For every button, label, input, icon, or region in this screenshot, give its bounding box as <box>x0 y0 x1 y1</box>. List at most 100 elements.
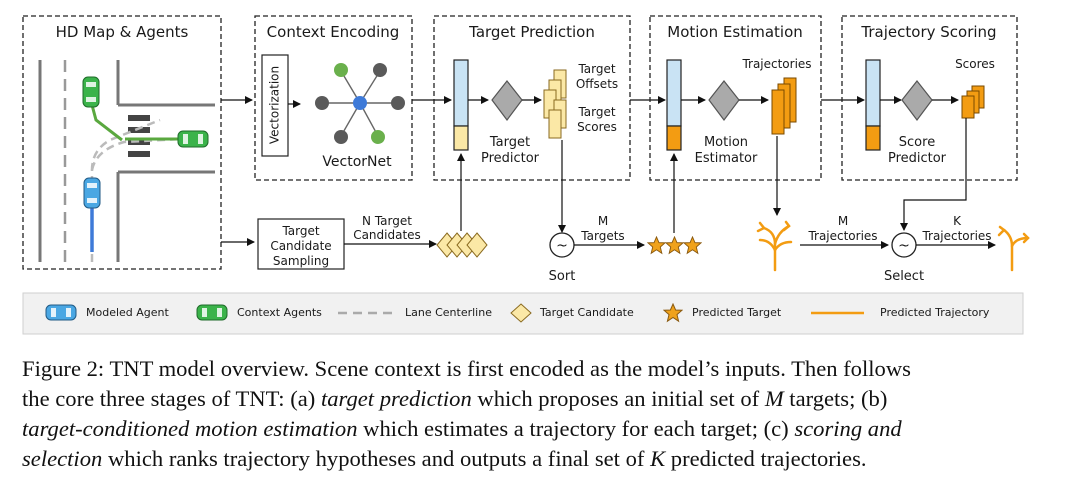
motion-feature-bar <box>666 59 682 127</box>
m-predicted-trajectories-icon <box>756 220 793 272</box>
caption-text-2a: the core three stages of TNT: (a) <box>22 386 321 411</box>
figure-caption: Figure 2: TNT model overview. Scene cont… <box>22 354 1062 474</box>
scoring-panel-title: Trajectory Scoring <box>860 23 996 41</box>
sort-tilde: ~ <box>556 238 568 254</box>
legend: Modeled Agent Context Agents Lane Center… <box>22 292 1024 335</box>
context-agent-car-2 <box>177 130 209 148</box>
k-predicted-trajectories-icon <box>997 225 1030 272</box>
target-candidate-diamonds <box>436 232 488 258</box>
caption-italic-k: K <box>650 446 666 471</box>
caption-line-4: selection which ranks trajectory hypothe… <box>22 444 1062 474</box>
caption-line-1: Figure 2: TNT model overview. Scene cont… <box>22 354 1062 384</box>
score-predictor-label-2: Predictor <box>888 151 947 166</box>
legend-context-agents-icon <box>196 304 228 321</box>
crosswalk <box>128 115 150 157</box>
graph-node-gray-3 <box>391 96 405 110</box>
k-traj-label-2: Trajectories <box>921 229 991 243</box>
legend-modeled-agent: Modeled Agent <box>86 306 170 319</box>
predicted-target-star-2 <box>665 236 684 254</box>
m-traj-label-1: M <box>838 214 848 228</box>
context-panel-title: Context Encoding <box>267 23 400 41</box>
arrow-scores-to-select <box>900 118 967 231</box>
caption-italic-m: M <box>764 386 784 411</box>
sort-label: Sort <box>549 269 576 284</box>
target-predictor-diamond <box>491 80 523 121</box>
target-scores-label-1: Target <box>577 105 615 119</box>
legend-predicted-trajectory: Predicted Trajectory <box>880 306 990 319</box>
motion-panel-title: Motion Estimation <box>667 23 803 41</box>
caption-italic-target-prediction: target prediction <box>320 386 472 411</box>
context-agent-history-1 <box>90 104 123 142</box>
caption-line-2: the core three stages of TNT: (a) target… <box>22 384 1062 414</box>
caption-text-1: Figure 2: TNT model overview. Scene cont… <box>22 356 911 381</box>
tnt-overview-diagram: HD Map & Agents <box>22 15 1030 335</box>
legend-lane-centerline: Lane Centerline <box>405 306 492 319</box>
sampling-box <box>257 218 345 270</box>
caption-text-2e: targets; (b) <box>783 386 888 411</box>
target-offsets-label-1: Target <box>577 62 615 76</box>
sampling-label-1: Target <box>281 224 319 238</box>
caption-italic-motion-estimation: target-conditioned motion estimation <box>22 416 358 441</box>
motion-feature-bar-target <box>666 125 682 151</box>
motion-estimator-label-2: Estimator <box>695 151 758 166</box>
context-agent-car-1 <box>82 76 100 108</box>
modeled-agent-car <box>83 177 101 209</box>
hd-map-panel-frame <box>22 15 222 270</box>
caption-italic-scoring: scoring and <box>794 416 902 441</box>
context-encoding-panel: Context Encoding Vectorization VectorNet <box>254 15 413 181</box>
legend-target-candidate-icon <box>510 303 532 323</box>
predicted-target-star-3 <box>683 236 702 254</box>
target-feature-bar <box>453 59 469 127</box>
sampling-label-3: Sampling <box>273 254 329 268</box>
sampling-label-2: Candidate <box>270 239 331 253</box>
motion-estimation-panel: Motion Estimation Motion Estimator Traje… <box>649 15 822 181</box>
graph-node-green-2 <box>371 130 385 144</box>
caption-line-3: target-conditioned motion estimation whi… <box>22 414 1062 444</box>
trajectories-stack <box>771 77 797 135</box>
vectornet-label: VectorNet <box>322 154 392 170</box>
score-predictor-diamond <box>901 80 933 121</box>
target-output-stack <box>543 69 567 139</box>
motion-panel-frame <box>649 15 822 181</box>
hd-map-panel: HD Map & Agents <box>22 15 222 270</box>
target-predictor-label-1: Target <box>489 135 530 150</box>
graph-node-center <box>353 96 367 110</box>
caption-text-4b: which ranks trajectory hypotheses and ou… <box>102 446 651 471</box>
legend-modeled-agent-icon <box>45 304 77 321</box>
predicted-target-star-1 <box>647 236 666 254</box>
scoring-feature-bar <box>865 59 881 127</box>
target-feature-bar-candidate <box>453 125 469 151</box>
hd-map-panel-title: HD Map & Agents <box>56 23 189 41</box>
legend-target-candidate: Target Candidate <box>539 306 634 319</box>
n-target-label-1: N Target <box>362 214 412 228</box>
context-panel-frame <box>254 15 413 181</box>
motion-estimator-diamond <box>708 80 740 121</box>
target-panel-frame <box>433 15 631 181</box>
trajectories-label: Trajectories <box>741 57 811 71</box>
select-label: Select <box>884 269 924 284</box>
caption-text-2c: which proposes an initial set of <box>471 386 765 411</box>
target-predictor-label-2: Predictor <box>481 151 540 166</box>
scores-label: Scores <box>955 57 995 71</box>
scoring-panel-frame <box>841 15 1018 181</box>
caption-text-3b: which estimates a trajectory for each ta… <box>357 416 795 441</box>
m-targets-label-1: M <box>598 214 608 228</box>
k-traj-label-1: K <box>953 214 962 228</box>
select-tilde: ~ <box>898 238 910 254</box>
m-targets-label-2: Targets <box>580 229 624 243</box>
n-target-label-2: Candidates <box>353 228 421 242</box>
target-scores-label-2: Scores <box>577 120 617 134</box>
target-panel-title: Target Prediction <box>468 23 595 41</box>
target-offsets-label-2: Offsets <box>576 77 618 91</box>
trajectory-scoring-panel: Trajectory Scoring Score Predictor Score… <box>841 15 1018 181</box>
scores-stack <box>961 85 985 119</box>
graph-node-gray-4 <box>334 130 348 144</box>
score-predictor-label-1: Score <box>899 135 935 150</box>
motion-estimator-label-1: Motion <box>704 135 748 150</box>
m-traj-label-2: Trajectories <box>807 229 877 243</box>
lane-centerline-2 <box>90 136 201 171</box>
graph-node-gray-2 <box>315 96 329 110</box>
vectorization-label: Vectorization <box>268 66 282 144</box>
legend-predicted-target: Predicted Target <box>692 306 782 319</box>
legend-context-agents: Context Agents <box>237 306 322 319</box>
